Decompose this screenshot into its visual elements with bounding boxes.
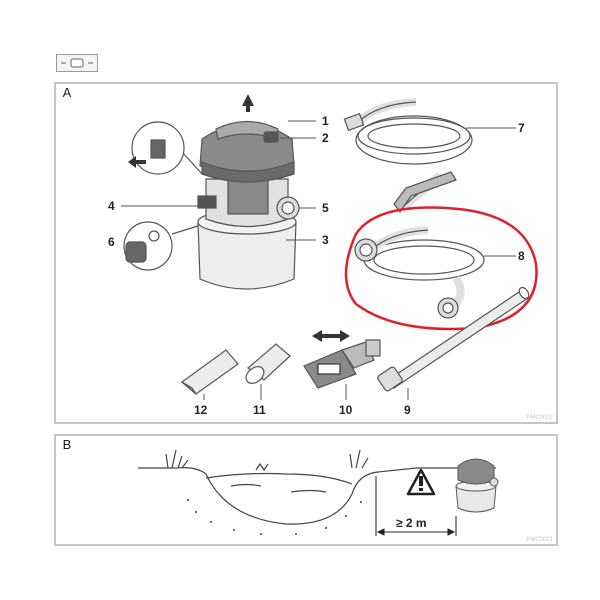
figure-panel-a: A PMC0002 (54, 82, 558, 424)
distance-dimension (375, 476, 457, 536)
hose-8-illustration (354, 226, 485, 319)
callout-9: 9 (404, 403, 411, 417)
highlight-ring (344, 206, 538, 331)
figure-panel-b: B PMC0001 (54, 434, 558, 546)
callout-2: 2 (322, 131, 329, 145)
callout-10: 10 (339, 403, 353, 417)
callout-8: 8 (518, 249, 525, 263)
vacuum-small-illustration (455, 458, 499, 513)
callout-leaders (121, 120, 516, 400)
view-toggle-icon (56, 54, 98, 72)
hose-7-illustration (343, 98, 473, 214)
panel-b-drawing: ≥ 2 m (138, 449, 499, 536)
callout-3: 3 (322, 233, 329, 247)
round-nozzle-11-illustration (245, 343, 291, 384)
callout-5: 5 (322, 201, 329, 215)
callout-11: 11 (253, 403, 266, 417)
panel-b-code: PMC0001 (526, 537, 553, 543)
extension-tube-9-illustration (377, 286, 530, 392)
callout-6: 6 (108, 235, 115, 249)
vacuum-cleaner-illustration (123, 94, 300, 290)
panel-b-label: B (62, 437, 72, 452)
panel-a-code: PMC0002 (526, 415, 553, 421)
callout-7: 7 (518, 121, 525, 135)
pond-illustration (138, 449, 496, 535)
callout-1: 1 (322, 114, 329, 128)
callout-4: 4 (108, 199, 115, 213)
callout-12: 12 (194, 403, 208, 417)
panel-a-label: A (62, 85, 72, 100)
panel-a-drawing: 1 2 3 4 5 6 7 8 9 10 11 12 (108, 94, 538, 417)
distance-label: ≥ 2 m (396, 516, 427, 530)
floor-nozzle-10-illustration (303, 330, 381, 389)
crevice-nozzle-12-illustration (181, 349, 239, 395)
